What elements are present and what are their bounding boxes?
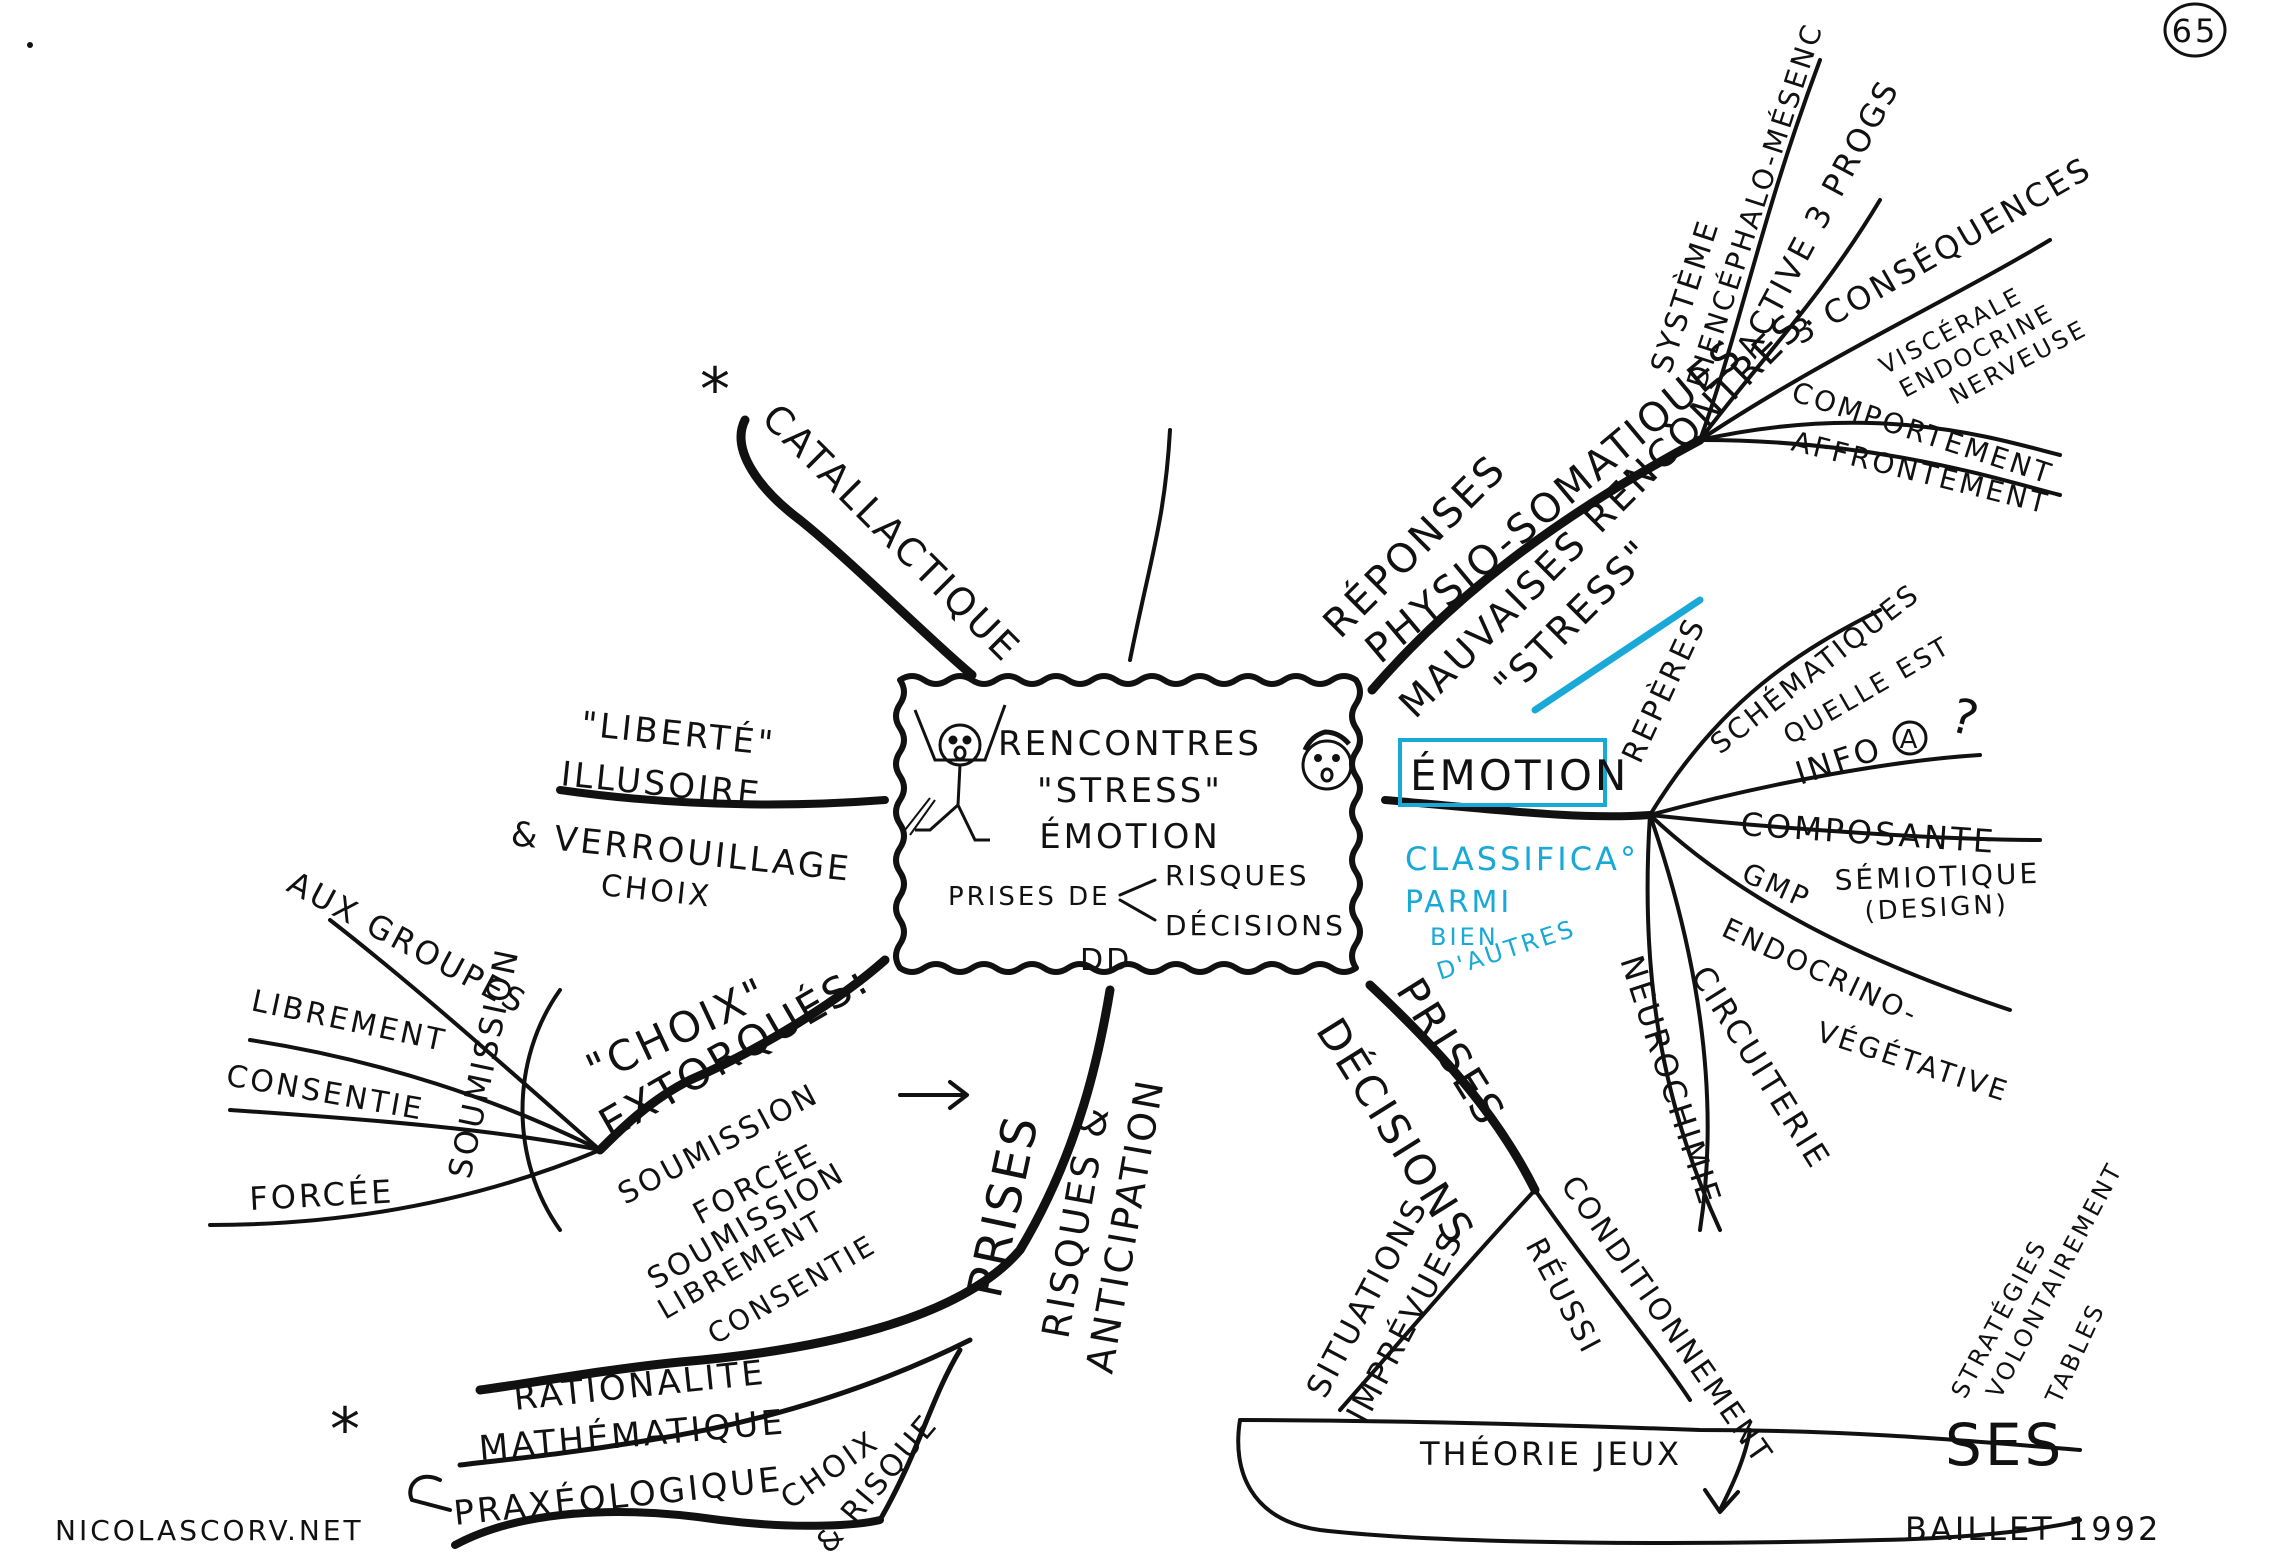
label-ses: SES <box>1945 1411 2064 1479</box>
label-choix-verrou: CHOIX <box>599 868 714 914</box>
branch-info <box>1648 753 1982 817</box>
center-wavy-frame <box>893 673 1363 975</box>
label-vegetative: VÉGÉTATIVE <box>1813 1014 2014 1108</box>
label-prises-risques: PRISES <box>957 1109 1050 1302</box>
label-forcee: FORCÉE <box>248 1172 395 1218</box>
branch-top-stub <box>1128 428 1172 662</box>
center-dd: DD <box>1080 943 1132 978</box>
ink-dot <box>27 42 33 48</box>
label-composante: COMPOSANTE <box>1739 805 1997 861</box>
branch-situations <box>1338 1188 1537 1412</box>
branch-active <box>1698 198 1882 442</box>
branch-conditionnement <box>1533 1188 1692 1402</box>
sad-face-icon <box>1301 729 1353 791</box>
branch-rationalite <box>457 1337 973 1468</box>
branch-prises-risques <box>475 985 1115 1395</box>
center-rencontres: RENCONTRES <box>998 724 1262 764</box>
branch-circuiterie <box>1648 813 1710 1232</box>
branch-schematiques <box>1648 608 1882 817</box>
label-liberte: "LIBERTÉ" <box>579 703 778 764</box>
branch-choix-extorques <box>595 955 890 1155</box>
label-emotion: ÉMOTION <box>1410 750 1629 800</box>
branch-lines <box>208 58 2082 1549</box>
branch-forcee <box>208 1148 602 1227</box>
stick-figure-icon <box>904 704 1007 842</box>
page-number-badge: 65 <box>2163 2 2227 58</box>
footer-author: BAILLET 1992 <box>1905 1510 2161 1548</box>
center-risques: RISQUES <box>1165 859 1309 892</box>
branch-consentie <box>228 1108 602 1152</box>
branch-conseq <box>1698 238 2052 442</box>
branch-choix-risque <box>877 1347 963 1523</box>
page-number: 65 <box>2172 12 2219 50</box>
circle-a-mark <box>1892 720 1928 756</box>
branch-composante <box>1648 813 2042 842</box>
emotion-highlight-box <box>1398 738 1607 807</box>
branch-liberte <box>556 786 889 809</box>
star-catallactique: * <box>700 355 733 425</box>
label-semiotique: SÉMIOTIQUE <box>1834 856 2041 897</box>
branch-neurochimie <box>1645 813 1722 1232</box>
label-design: (DESIGN) <box>1864 889 2010 927</box>
branch-theorie-bottom <box>1236 1418 2082 1545</box>
branch-theorie-top <box>1238 1418 2082 1452</box>
branch-prises-decisions <box>1365 980 1540 1195</box>
branch-affrontement <box>1698 438 2062 497</box>
bracket-soumission <box>520 988 562 1232</box>
arrow-soumission <box>898 1080 969 1110</box>
center-decisions: DÉCISIONS <box>1165 908 1346 942</box>
label-circle-a: A <box>1900 725 1921 755</box>
label-theorie-jeux: THÉORIE JEUX <box>1419 1435 1682 1473</box>
branch-emotion <box>1381 796 1654 821</box>
branch-reponses <box>1367 435 1705 695</box>
arrow-theorie <box>1703 1428 1752 1514</box>
arrow-praxeologique <box>408 1474 452 1512</box>
branch-systeme <box>1698 58 1822 442</box>
star-praxeologique: * <box>330 1395 363 1465</box>
branch-comportement <box>1698 420 2062 457</box>
label-classification-1: CLASSIFICA° <box>1405 840 1639 878</box>
branch-librement <box>248 1038 602 1152</box>
center-split-brace <box>1118 878 1157 922</box>
branch-endocrino <box>1648 813 2012 1012</box>
branch-praxeologique <box>451 1508 884 1549</box>
branch-catallactique <box>736 415 977 680</box>
label-classification-3: BIEN <box>1430 923 1499 951</box>
center-node: RENCONTRES "STRESS" ÉMOTION PRISES DE RI… <box>893 673 1363 978</box>
footer-site: NICOLASCORV.NET <box>55 1514 364 1547</box>
center-emotion: ÉMOTION <box>1039 816 1221 857</box>
center-prises-de: PRISES DE <box>948 882 1111 912</box>
center-stress: "STRESS" <box>1037 771 1223 811</box>
label-question: ? <box>1945 687 1987 748</box>
label-illusoire: ILLUSOIRE <box>559 754 764 815</box>
blue-underline-stress <box>1531 596 1704 714</box>
branch-aux-groupes <box>328 918 602 1152</box>
label-classification-2: PARMI <box>1405 885 1512 920</box>
label-catallactique: CATALLACTIQUE <box>754 395 1030 671</box>
label-reussi: RÉUSSI <box>1518 1232 1609 1361</box>
